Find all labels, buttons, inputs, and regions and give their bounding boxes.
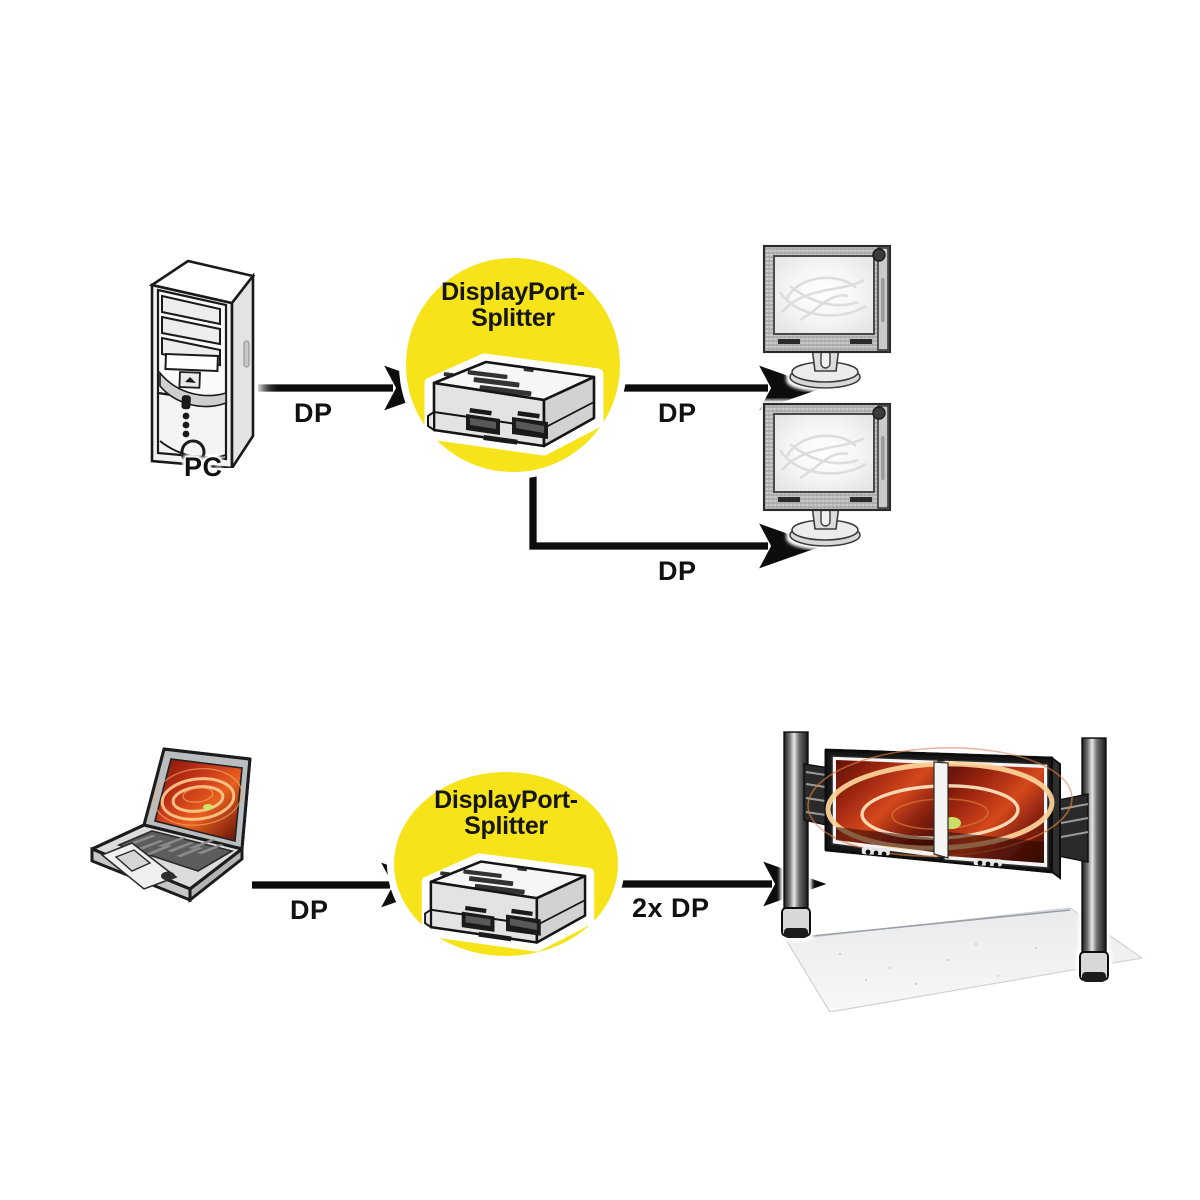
laptop-icon bbox=[72, 737, 287, 915]
displayport-splitter-box-icon bbox=[420, 350, 606, 460]
connection-label-dp-laptop-input: DP bbox=[290, 895, 329, 925]
arrow-splitter-to-monitor-2 bbox=[529, 462, 823, 569]
displayport-splitter-box-icon-bottom bbox=[416, 850, 598, 956]
connection-label-dp-output-top: DP bbox=[658, 398, 697, 428]
splitter-title-line2: Splitter bbox=[471, 303, 555, 332]
connection-label-dp-output-bottom: DP bbox=[658, 556, 697, 586]
splitter-badge-bottom: DisplayPort- Splitter bbox=[394, 772, 618, 956]
lcd-monitor-icon-2 bbox=[752, 398, 902, 550]
desktop-tower-icon bbox=[140, 243, 260, 473]
splitter-title-line2-bottom: Splitter bbox=[464, 811, 548, 840]
lcd-monitor-icon-1 bbox=[752, 240, 902, 392]
splitter-badge-top: DisplayPort- Splitter bbox=[406, 258, 620, 472]
splitter-title-line1-bottom: DisplayPort- bbox=[434, 786, 578, 814]
connection-label-2x-dp: 2x DP bbox=[632, 893, 710, 923]
dual-monitor-pole-stand-icon bbox=[770, 722, 1144, 1013]
splitter-title-line1: DisplayPort- bbox=[441, 278, 585, 306]
pc-label: PC bbox=[184, 452, 223, 482]
connection-label-dp-pc-input: DP bbox=[294, 398, 333, 428]
